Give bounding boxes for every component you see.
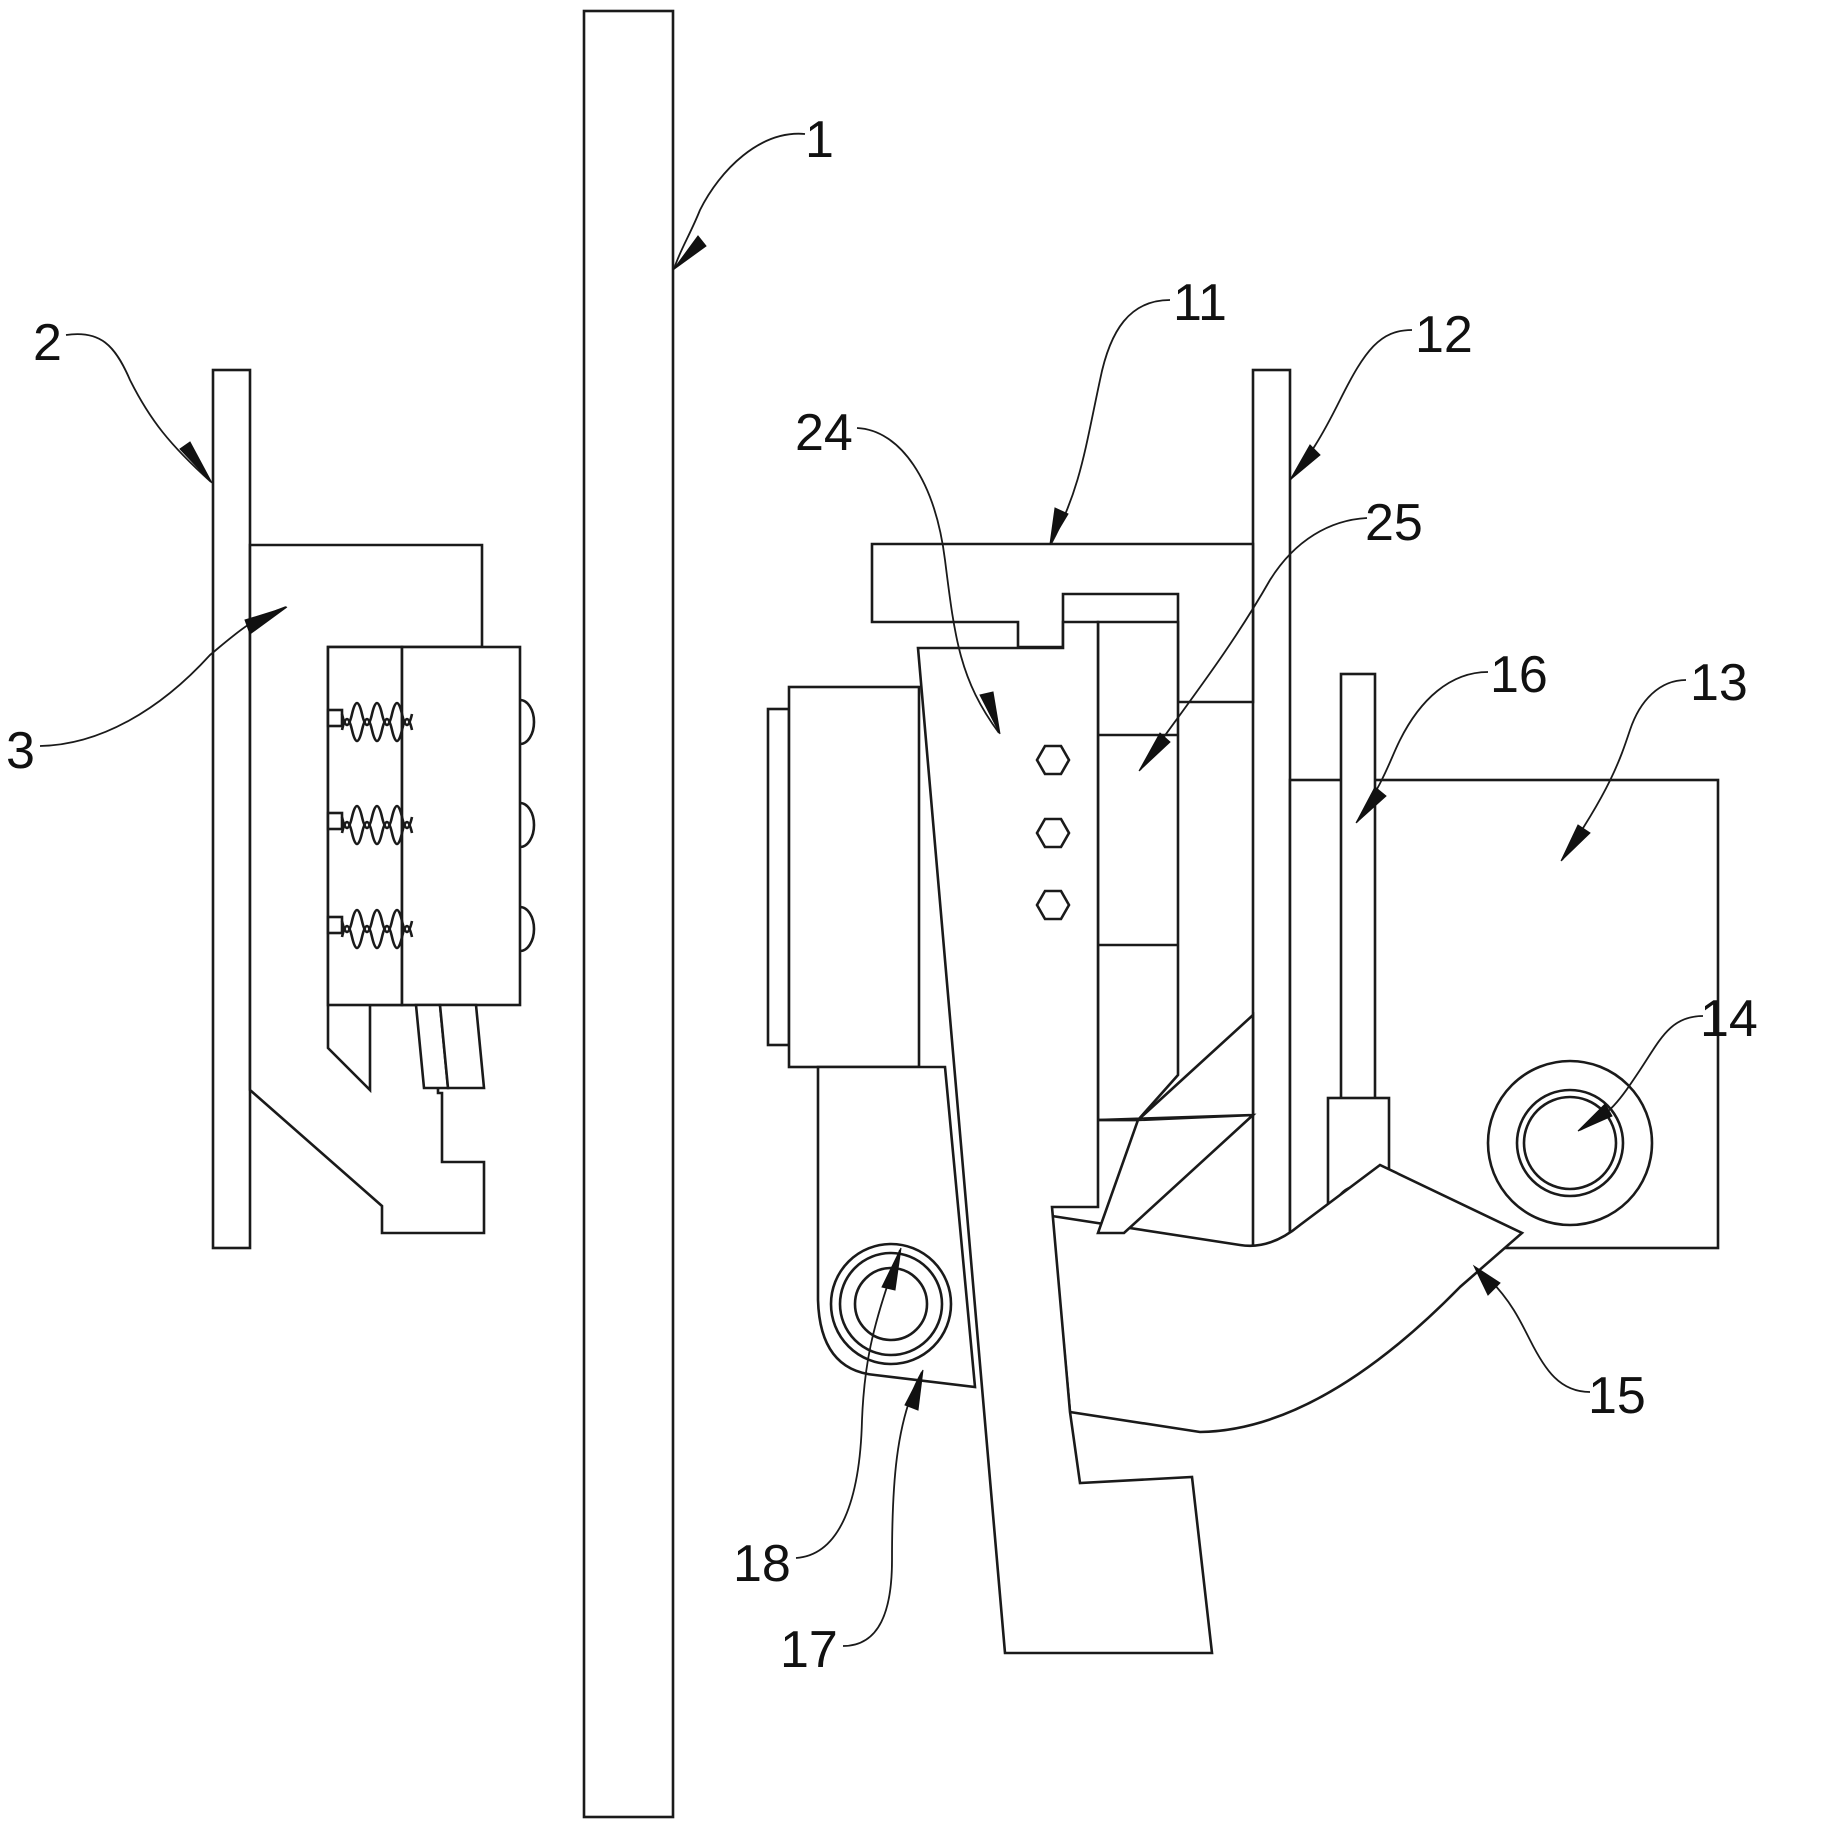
label-14: 14 (1700, 990, 1758, 1048)
push-rod (1339, 672, 1377, 1114)
label-17: 17 (780, 1621, 838, 1679)
leader-18 (795, 1249, 901, 1559)
leader-1 (673, 132, 806, 270)
jaw-backing-outer (766, 707, 791, 1047)
jaw-backing (787, 685, 921, 1069)
pad-bump-1 (519, 698, 536, 746)
label-3: 3 (6, 722, 35, 780)
clamp-pad (400, 645, 522, 1007)
hex-bolt-3 (1035, 889, 1071, 921)
arrowhead-2 (179, 441, 213, 484)
spring-1 (326, 701, 414, 743)
guide-block-assembly (1096, 620, 1257, 1235)
clamp-tooth-2 (438, 1003, 486, 1090)
label-25: 25 (1365, 494, 1423, 552)
left-plate (211, 368, 252, 1250)
spring-3 (326, 908, 414, 950)
arrowhead-12 (1289, 444, 1321, 481)
arrowhead-1 (672, 235, 707, 271)
arrowhead-24 (979, 691, 1001, 735)
arrowhead-11 (1049, 507, 1069, 545)
arrowhead-14 (1577, 1103, 1613, 1132)
label-18: 18 (733, 1535, 791, 1593)
hex-bolt-1 (1035, 744, 1071, 776)
reference-labels: 1 2 3 11 12 13 14 15 16 17 18 24 25 (6, 111, 1758, 1679)
label-15: 15 (1588, 1367, 1646, 1425)
label-24: 24 (795, 404, 853, 462)
wedge-jaw (916, 620, 1214, 1655)
arrowhead-25 (1138, 732, 1171, 772)
arrowhead-15 (1472, 1264, 1501, 1296)
diagonal-brace (1096, 1012, 1257, 1235)
leader-25 (1139, 517, 1368, 771)
arrowhead-16 (1355, 786, 1387, 824)
wedge-jaw-assembly (766, 620, 1214, 1655)
label-12: 12 (1415, 306, 1473, 364)
pad-bump-2 (519, 801, 536, 849)
curved-lever-arm (1050, 1163, 1525, 1434)
spring-2 (326, 804, 414, 846)
right-plate (1251, 368, 1292, 1250)
leader-11 (1050, 299, 1171, 545)
pivot-wheel (1486, 1059, 1654, 1227)
label-16: 16 (1490, 646, 1548, 704)
arrowhead-17 (904, 1369, 924, 1411)
leaders (39, 132, 1704, 1647)
guide-block (1096, 620, 1180, 1122)
pad-bump-3 (519, 905, 536, 953)
leader-17 (842, 1371, 923, 1647)
hex-bolt-2 (1035, 817, 1071, 849)
arrowhead-13 (1560, 824, 1591, 862)
central-rail (582, 9, 675, 1819)
arrowhead-3 (244, 606, 288, 635)
left-clamp-assembly (248, 543, 536, 1235)
leader-16 (1356, 671, 1489, 823)
leader-24 (856, 427, 1000, 734)
leader-13 (1561, 679, 1687, 861)
leader-15 (1489, 1279, 1591, 1393)
label-11: 11 (1173, 274, 1227, 332)
arrowhead-18 (881, 1247, 902, 1291)
leader-2 (65, 333, 212, 483)
label-2: 2 (33, 314, 62, 372)
label-13: 13 (1690, 654, 1748, 712)
label-1: 1 (805, 111, 834, 169)
